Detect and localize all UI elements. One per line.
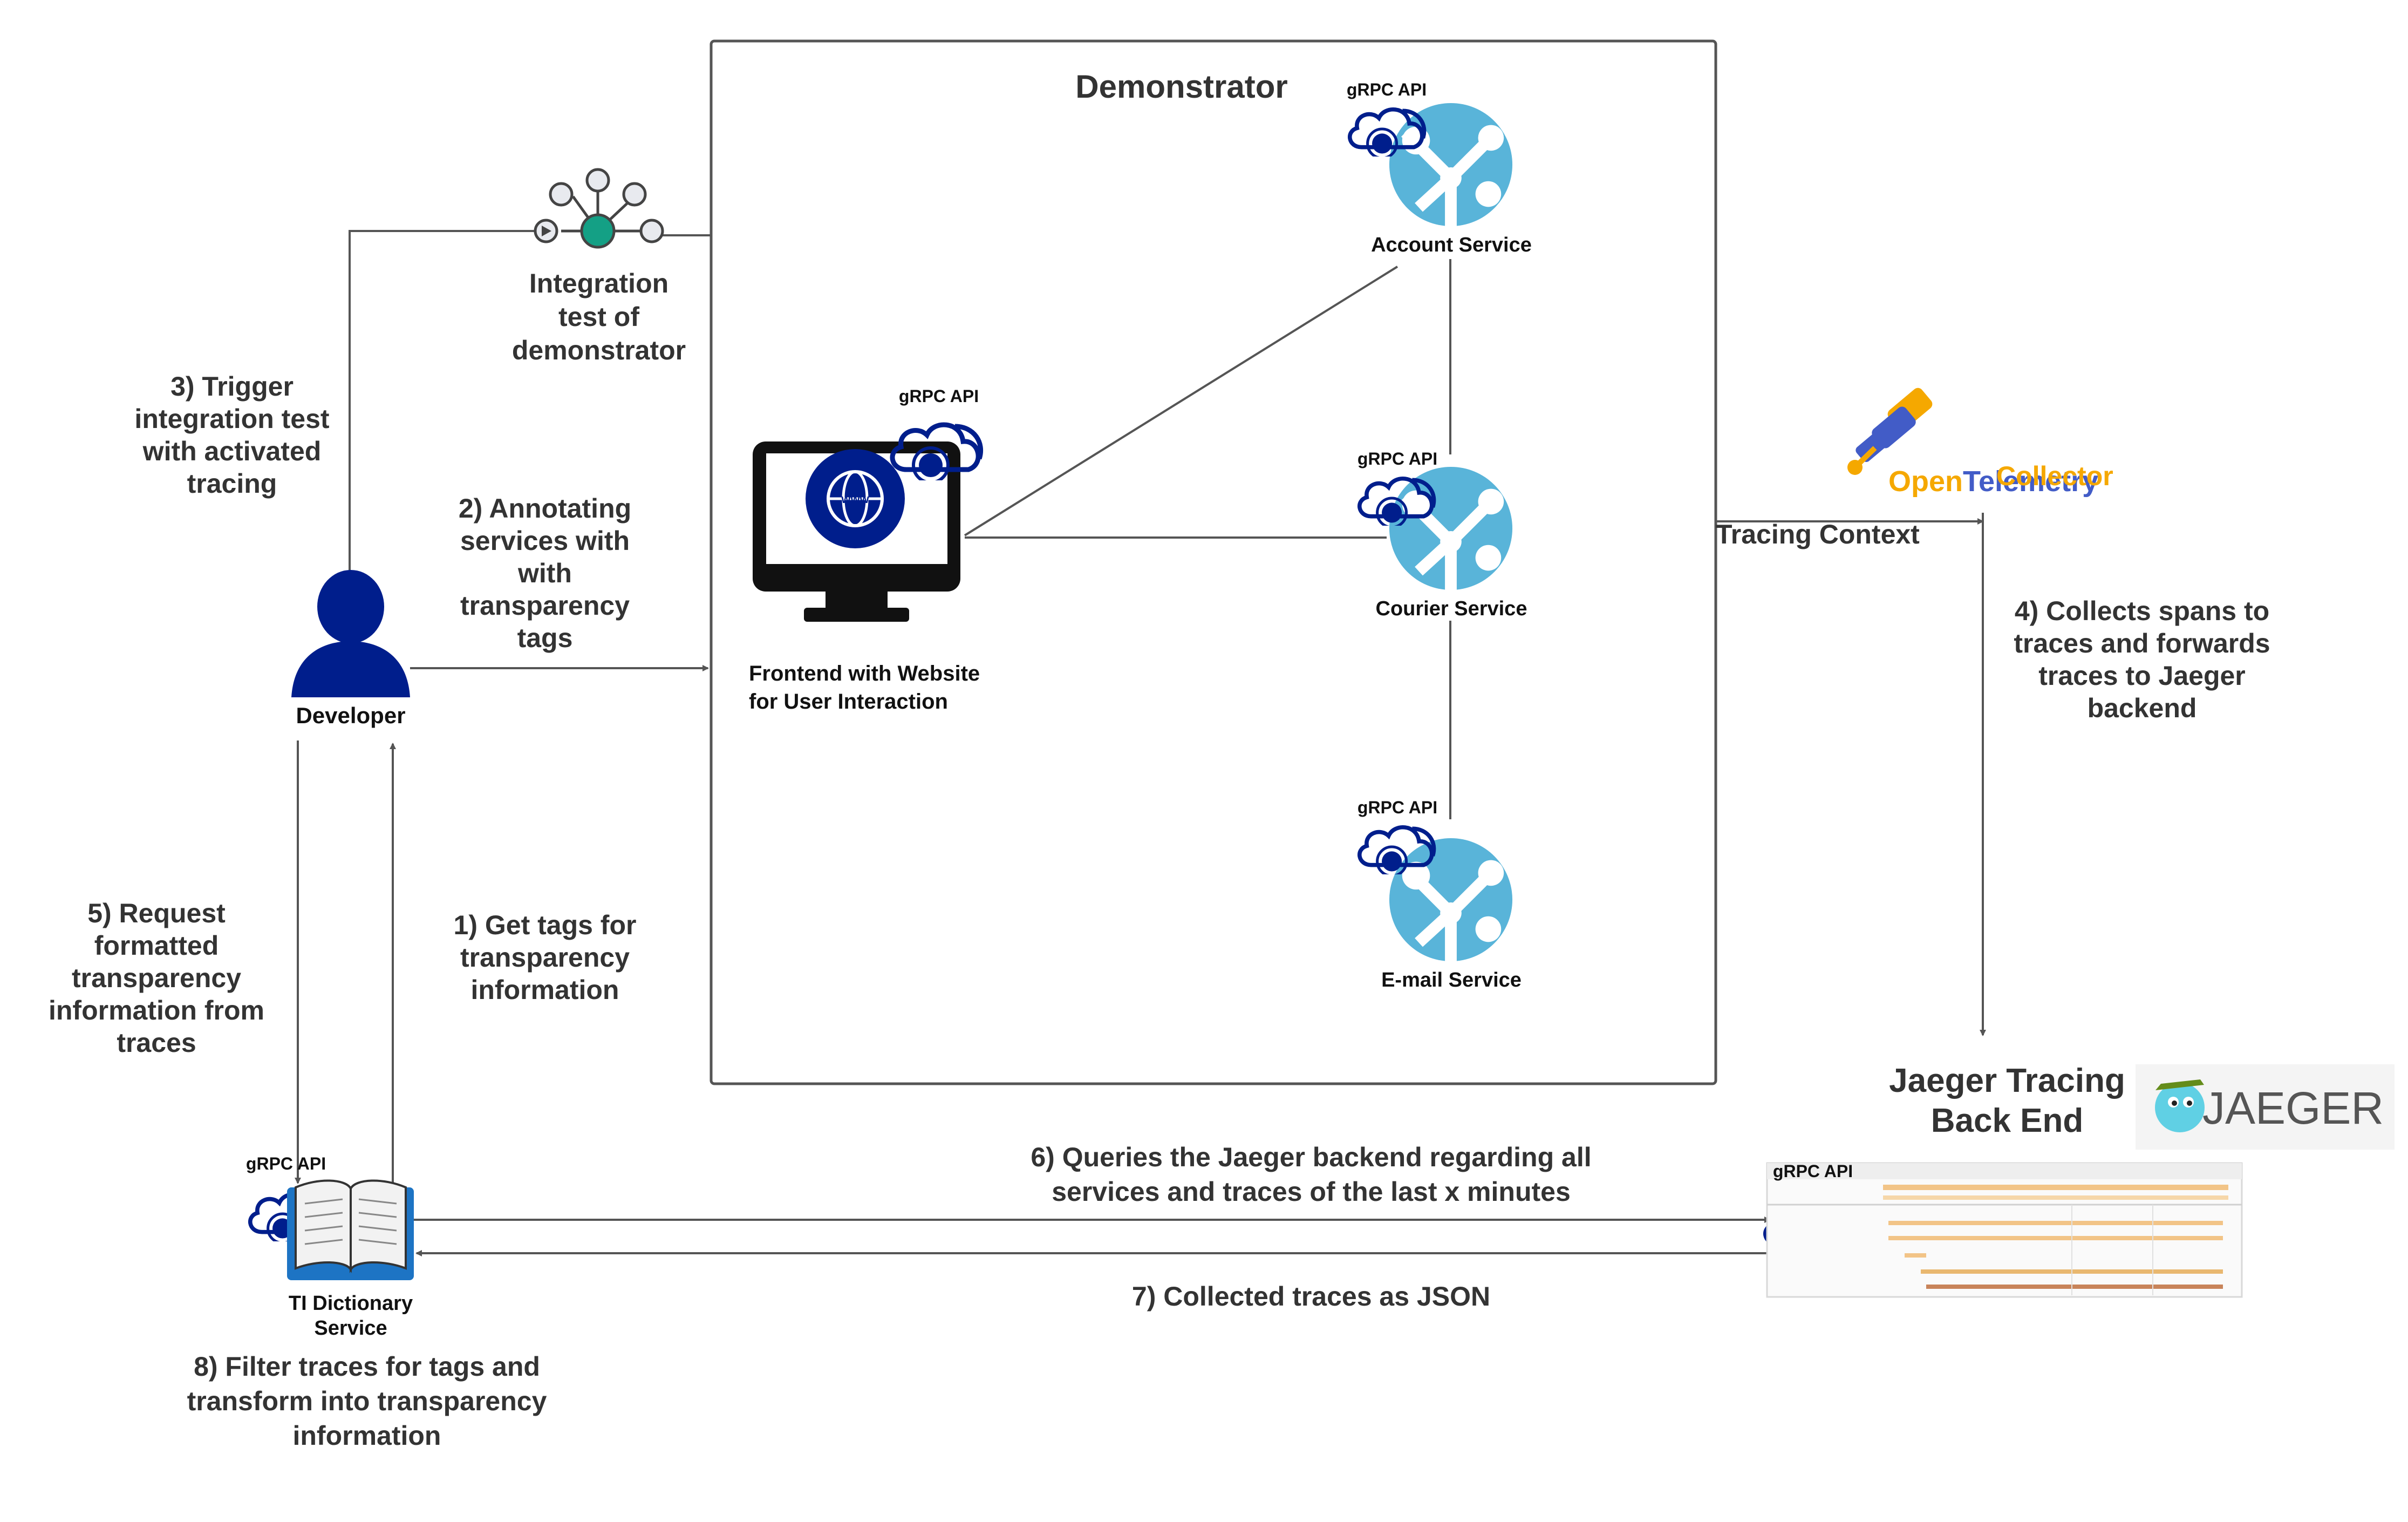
jaeger-logo-text: JAEGER xyxy=(2202,1083,2384,1133)
step-7-label: 7) Collected traces as JSON xyxy=(1131,1281,1491,1312)
opentelemetry-name: OpenTelemetry xyxy=(1888,430,2137,499)
courier-service-icon xyxy=(1389,467,1512,590)
integration-test-label: Integration test of demonstrator xyxy=(511,268,686,365)
demonstrator-boundary xyxy=(710,39,1717,1085)
line-frontend-account xyxy=(964,266,1399,536)
account-api-label: gRPC API xyxy=(1346,80,1427,99)
account-service-label: Account Service xyxy=(1371,234,1532,256)
ti-dictionary-book-icon xyxy=(287,1179,414,1280)
step-3-label: 3) Trigger integration test with activat… xyxy=(134,371,330,499)
email-api-label: gRPC API xyxy=(1357,798,1438,817)
frontend-api-label: gRPC API xyxy=(898,386,979,406)
step-4-label: 4) Collects spans to traces and forwards… xyxy=(2014,596,2270,723)
ti-api-label: gRPC API xyxy=(245,1154,326,1173)
tracing-context-label: Tracing Context xyxy=(1716,519,1920,549)
opentelemetry-collector-label: Collector xyxy=(1996,461,2113,491)
opentelemetry-name-open: Open xyxy=(1888,465,1963,498)
developer-label: Developer xyxy=(296,703,406,728)
connectors xyxy=(295,230,1986,1256)
step-5-label: 5) Request formatted transparency inform… xyxy=(49,898,264,1058)
email-service-label: E-mail Service xyxy=(1381,969,1522,991)
jaeger-title: Jaeger Tracing Back End xyxy=(1889,1062,2125,1139)
step-6-label: 6) Queries the Jaeger backend regarding … xyxy=(1031,1142,1592,1207)
globe-text: www xyxy=(841,492,869,506)
demonstrator-title: Demonstrator xyxy=(1075,69,1288,105)
courier-service-label: Courier Service xyxy=(1375,597,1527,620)
email-service-icon xyxy=(1389,838,1512,961)
opentelemetry-name-telemetry: Telemetry xyxy=(1963,465,2099,498)
jaeger-logo-icon xyxy=(2136,1064,2395,1150)
jaeger-api-label: gRPC API xyxy=(1772,1161,1853,1181)
ti-dictionary-label: TI Dictionary Service xyxy=(288,1292,413,1340)
jaeger-trace-screenshot xyxy=(1766,1162,2243,1298)
integration-test-icon xyxy=(534,168,664,249)
frontend-monitor-icon xyxy=(753,441,960,622)
frontend-label: Frontend with Website for User Interacti… xyxy=(749,662,980,714)
step-8-label: 8) Filter traces for tags and transform … xyxy=(187,1351,547,1451)
arrow-trigger-test xyxy=(349,230,550,573)
step-1-label: 1) Get tags for transparency information xyxy=(453,910,637,1005)
developer-icon xyxy=(291,570,410,697)
courier-api-label: gRPC API xyxy=(1357,449,1438,468)
opentelemetry-logo-icon xyxy=(1847,388,1933,475)
step-2-label: 2) Annotating services with with transpa… xyxy=(458,493,632,653)
